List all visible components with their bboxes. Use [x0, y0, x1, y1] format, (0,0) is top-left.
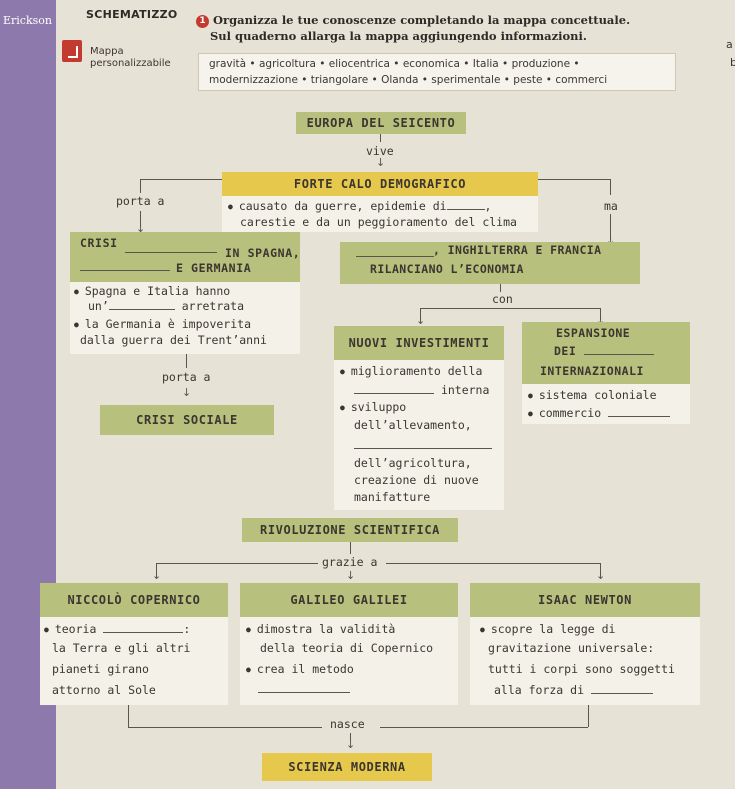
- connector-grazie-a: grazie a: [322, 555, 378, 569]
- node-scienza-moderna: SCIENZA MODERNA: [262, 753, 432, 781]
- espansione-line-3: INTERNAZIONALI: [540, 364, 644, 378]
- espansione-line-2: DEI: [554, 344, 654, 358]
- crisi-label: CRISI: [80, 236, 118, 250]
- instruction-line-1: Organizza le tue conoscenze completando …: [213, 13, 631, 27]
- nuovi-bullet-2-l4: dell’agricoltura,: [354, 456, 472, 470]
- node-europa-seicento: EUROPA DEL SEICENTO: [296, 112, 466, 134]
- copernico-bullet: teoria :: [44, 622, 190, 636]
- crisi-bullet-1-cont: un’ arretrata: [88, 299, 245, 313]
- espansione-bullet-2: commercio: [528, 406, 671, 420]
- crisi-bullet-1: Spagna e Italia hanno: [74, 284, 230, 298]
- custom-map-label[interactable]: Mappa personalizzabile: [90, 46, 171, 69]
- node-crisi: [70, 232, 300, 282]
- nuovi-bullet-2-l5: creazione di nuove: [354, 473, 479, 487]
- newton-line-2: gravitazione universale:: [488, 641, 655, 655]
- newton-line-3: tutti i corpi sono soggetti: [488, 662, 675, 676]
- node-espansione: [522, 322, 690, 384]
- crisi-spagna: IN SPAGNA,: [225, 246, 301, 260]
- galilei-bullet-2: crea il metodo: [246, 662, 354, 676]
- node-copernico: NICCOLÒ COPERNICO: [40, 583, 228, 617]
- connector-con: con: [492, 292, 513, 306]
- nuovi-bullet-2: sviluppo: [340, 400, 406, 414]
- connector-vive: vive: [366, 144, 394, 158]
- brand-logo: Erickson: [3, 14, 52, 27]
- node-rilancio: [340, 242, 640, 284]
- node-newton: ISAAC NEWTON: [470, 583, 700, 617]
- word-bank: gravità • agricoltura • eliocentrica • e…: [198, 53, 676, 91]
- newton-line-4: alla forza di: [494, 683, 653, 697]
- nuovi-bullet-2-l2: dell’allevamento,: [354, 418, 472, 432]
- arrow-down-icon: ↓: [376, 156, 386, 169]
- copernico-line-4: attorno al Sole: [52, 683, 156, 697]
- connector-ma: ma: [604, 199, 618, 213]
- node-crisi-sociale: CRISI SOCIALE: [100, 405, 274, 435]
- rilancio-line-1: , INGHILTERRA E FRANCIA: [433, 243, 602, 257]
- exercise-number: 1: [196, 15, 209, 28]
- copernico-line-3: pianeti girano: [52, 662, 149, 676]
- margin-letter-b: b: [730, 56, 735, 69]
- node-nuovi-investimenti: NUOVI INVESTIMENTI: [334, 326, 504, 360]
- word-bank-line-1: gravità • agricoltura • eliocentrica • e…: [209, 58, 580, 70]
- connector-porta-a-2: porta a: [162, 370, 211, 384]
- calo-bullet-1-cont: carestie e da un peggioramento del clima: [240, 215, 517, 229]
- crisi-germania: E GERMANIA: [176, 261, 252, 275]
- espansione-bullet-1: sistema coloniale: [528, 388, 657, 402]
- crisi-bullet-2: la Germania è impoverita: [74, 317, 251, 331]
- nuovi-bullet-1: miglioramento della: [340, 364, 483, 378]
- map-icon[interactable]: [62, 40, 82, 62]
- node-galilei: GALILEO GALILEI: [240, 583, 458, 617]
- word-bank-line-2: modernizzazione • triangolare • Olanda •…: [209, 74, 608, 86]
- connector-nasce: nasce: [330, 717, 365, 731]
- section-tab: SCHEMATIZZO: [86, 8, 178, 21]
- crisi-bullet-2-cont: dalla guerra dei Trent’anni: [80, 333, 267, 347]
- galilei-bullet-1: dimostra la validità: [246, 622, 395, 636]
- exercise-instructions: 1 Organizza le tue conoscenze completando…: [196, 12, 706, 44]
- espansione-line-1: ESPANSIONE: [556, 326, 631, 340]
- instruction-line-2: Sul quaderno allarga la mappa aggiungend…: [210, 29, 587, 43]
- nuovi-bullet-2-l6: manifatture: [354, 490, 431, 504]
- newton-bullet: scopre la legge di: [480, 622, 616, 636]
- rilancio-line-2: RILANCIANO L’ECONOMIA: [370, 262, 524, 276]
- connector-porta-a: porta a: [116, 194, 165, 208]
- calo-bullet-1: causato da guerre, epidemie di,: [228, 199, 492, 213]
- node-rivoluzione-scientifica: RIVOLUZIONE SCIENTIFICA: [242, 518, 458, 542]
- node-calo-demografico: FORTE CALO DEMOGRAFICO: [222, 172, 538, 196]
- copernico-line-2: la Terra e gli altri: [52, 641, 191, 655]
- galilei-bullet-1-cont: della teoria di Copernico: [260, 641, 434, 655]
- margin-letter-a: a: [726, 38, 733, 51]
- nuovi-investimenti-details: [334, 360, 504, 510]
